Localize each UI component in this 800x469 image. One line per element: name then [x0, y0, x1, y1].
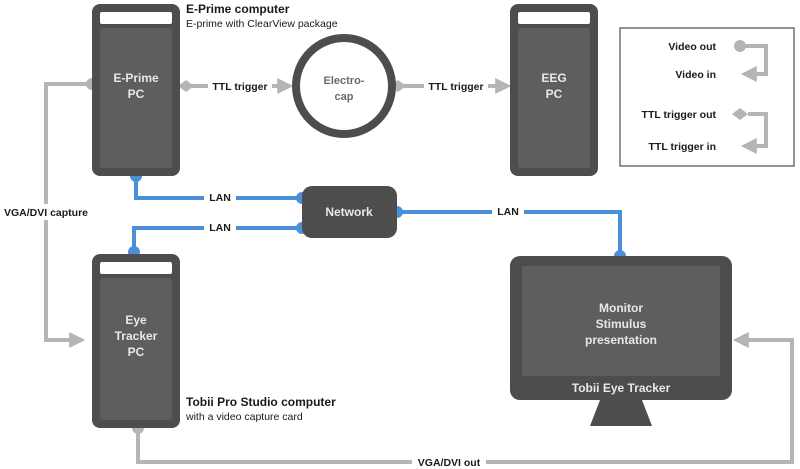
- legend-ttl-out-diamond: [732, 108, 748, 120]
- legend-ttl-connector: [740, 112, 768, 154]
- electrocap: Electro- cap: [292, 34, 396, 138]
- eyetracker-pc-label-3: PC: [128, 345, 145, 359]
- eyetracker-subtitle: with a video capture card: [185, 411, 303, 423]
- eeg-pc-label-1: EEG: [541, 71, 566, 85]
- ttl-out-diamond-1: [178, 80, 194, 92]
- lan-label-monitor: LAN: [497, 206, 519, 218]
- lan-line-eprime: [134, 176, 302, 200]
- lan-label-eprime: LAN: [209, 192, 231, 204]
- vga-capture-label: VGA/DVI capture: [4, 207, 88, 219]
- electrocap-label-1: Electro-: [324, 75, 365, 87]
- legend-video-connector: [740, 44, 768, 82]
- ttl-label-1: TTL trigger: [212, 81, 267, 93]
- monitor-stand: [590, 400, 652, 426]
- lan-label-eyetracker: LAN: [209, 222, 231, 234]
- legend-ttl-in: TTL trigger in: [649, 141, 716, 153]
- legend-video-out: Video out: [668, 41, 716, 53]
- monitor-label-3: presentation: [585, 333, 657, 347]
- eyetracker-pc-label-2: Tracker: [115, 329, 158, 343]
- monitor-label-2: Stimulus: [596, 317, 647, 331]
- eeg-pc-label-2: PC: [546, 87, 563, 101]
- vga-out-label: VGA/DVI out: [418, 457, 481, 469]
- eprime-subtitle: E-prime with ClearView package: [186, 18, 338, 30]
- eyetracker-title: Tobii Pro Studio computer: [186, 395, 336, 409]
- legend-video-in: Video in: [675, 69, 716, 81]
- eprime-pc-tower: E-Prime PC: [92, 4, 180, 176]
- eyetracker-pc-tower: Eye Tracker PC: [92, 254, 180, 428]
- legend-ttl-out: TTL trigger out: [642, 109, 717, 121]
- eeg-pc-tower: EEG PC: [510, 4, 598, 176]
- lan-connections: [132, 176, 622, 256]
- network-hub: Network: [302, 186, 397, 238]
- electrocap-label-2: cap: [335, 91, 354, 103]
- eyetracker-pc-label-1: Eye: [125, 313, 147, 327]
- monitor-label-1: Monitor: [599, 301, 643, 315]
- eprime-pc-label-1: E-Prime: [113, 71, 159, 85]
- legend-box: Video out Video in TTL trigger out TTL t…: [619, 27, 795, 167]
- monitor-brand-label: Tobii Eye Tracker: [572, 381, 671, 395]
- ttl-label-2: TTL trigger: [428, 81, 483, 93]
- eprime-title: E-Prime computer: [186, 2, 290, 16]
- lan-line-eyetracker: [132, 226, 302, 252]
- lan-line-monitor: [397, 210, 622, 256]
- network-label: Network: [325, 205, 373, 219]
- monitor: Monitor Stimulus presentation Tobii Eye …: [510, 256, 732, 426]
- vga-out-connection: [136, 332, 794, 464]
- eprime-pc-label-2: PC: [128, 87, 145, 101]
